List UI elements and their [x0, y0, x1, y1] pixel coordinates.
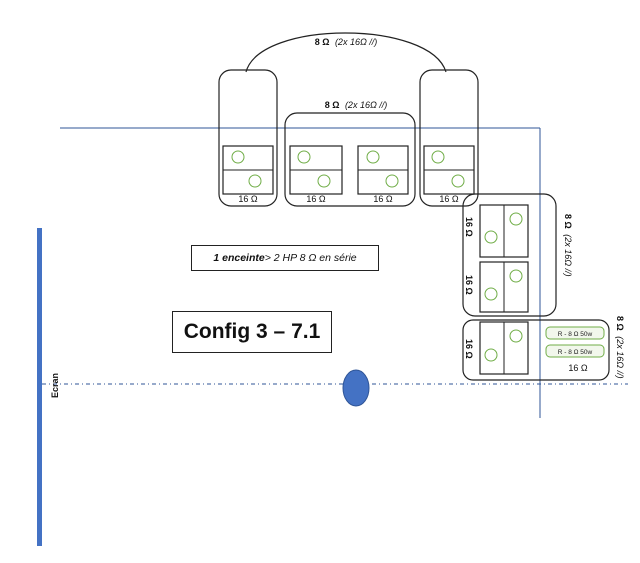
- speaker-impedance-rot: 16 Ω: [464, 217, 474, 237]
- driver-circle: [366, 150, 380, 164]
- driver-circle: [431, 150, 445, 164]
- svg-text:8 Ω (2x 16Ω //): 8 Ω (2x 16Ω //): [563, 214, 573, 277]
- arc-label: 8 Ω (2x 16Ω //): [315, 37, 378, 47]
- driver-circle: [248, 174, 262, 188]
- side-label-detail: (2x 16Ω //): [563, 234, 573, 276]
- svg-text:8 Ω (2x 16Ω //): 8 Ω (2x 16Ω //): [615, 316, 625, 379]
- arc-label-detail: (2x 16Ω //): [335, 37, 377, 47]
- note-rest: > 2 HP 8 Ω en série: [264, 252, 357, 264]
- arc-label-main: 8 Ω: [315, 37, 330, 47]
- speaker-front-right: 16 Ω: [423, 145, 475, 204]
- speaker-rear: 16 Ω: [464, 321, 529, 375]
- driver-circle: [385, 174, 399, 188]
- speaker-impedance-rot: 16 Ω: [464, 339, 474, 359]
- svg-text:8 Ω (2x 16Ω //): 8 Ω (2x 16Ω //): [325, 100, 388, 110]
- front-arc-link: [245, 32, 447, 73]
- rear-group: [462, 319, 610, 381]
- driver-circle: [484, 348, 498, 362]
- front-left-group: [218, 69, 278, 207]
- rear-impedance: 16 Ω: [568, 363, 588, 373]
- speaker-center-right: 16 Ω: [357, 145, 409, 204]
- driver-circle: [484, 230, 498, 244]
- rear-label-main: 8 Ω: [615, 316, 625, 331]
- side-label-main: 8 Ω: [563, 214, 573, 229]
- speaker-impedance: 16 Ω: [373, 194, 393, 204]
- driver-circle: [231, 150, 245, 164]
- driver-circle: [484, 287, 498, 301]
- center-group-label: 8 Ω (2x 16Ω //): [325, 100, 388, 110]
- speaker-impedance: 16 Ω: [439, 194, 459, 204]
- speaker-impedance: 16 Ω: [306, 194, 326, 204]
- config-title: Config 3 – 7.1: [172, 311, 332, 353]
- front-right-group: [419, 69, 479, 207]
- svg-text:8 Ω (2x 16Ω //): 8 Ω (2x 16Ω //): [315, 37, 378, 47]
- svg-text:R - 8 Ω 50w: R - 8 Ω 50w: [558, 349, 593, 356]
- center-group: [284, 112, 416, 207]
- center-label-detail: (2x 16Ω //): [345, 100, 387, 110]
- note-box: 1 enceinte > 2 HP 8 Ω en série: [191, 245, 379, 271]
- side-group-label: 8 Ω (2x 16Ω //): [563, 214, 573, 277]
- driver-circle: [509, 212, 523, 226]
- svg-text:R - 8 Ω 50w: R - 8 Ω 50w: [558, 331, 593, 338]
- driver-circle: [451, 174, 465, 188]
- resistor-bottom: R - 8 Ω 50w: [545, 344, 605, 358]
- note-bold: 1 enceinte: [213, 252, 265, 264]
- rear-group-label: 8 Ω (2x 16Ω //): [615, 316, 625, 379]
- center-label-main: 8 Ω: [325, 100, 340, 110]
- speaker-impedance: 16 Ω: [238, 194, 258, 204]
- rear-label-detail: (2x 16Ω //): [615, 336, 625, 378]
- listener-position: [342, 369, 370, 407]
- screen-bar: [37, 228, 42, 546]
- speaker-center-left: 16 Ω: [289, 145, 343, 204]
- speaker-side-bottom: 16 Ω: [464, 261, 529, 313]
- driver-circle: [317, 174, 331, 188]
- screen-label: Ecran: [50, 373, 60, 398]
- driver-circle: [509, 329, 523, 343]
- speaker-side-top: 16 Ω: [464, 204, 529, 258]
- side-group: [462, 193, 557, 317]
- driver-circle: [509, 269, 523, 283]
- driver-circle: [297, 150, 311, 164]
- speaker-impedance-rot: 16 Ω: [464, 275, 474, 295]
- resistor-top: R - 8 Ω 50w: [545, 326, 605, 340]
- speaker-front-left: 16 Ω: [222, 145, 274, 204]
